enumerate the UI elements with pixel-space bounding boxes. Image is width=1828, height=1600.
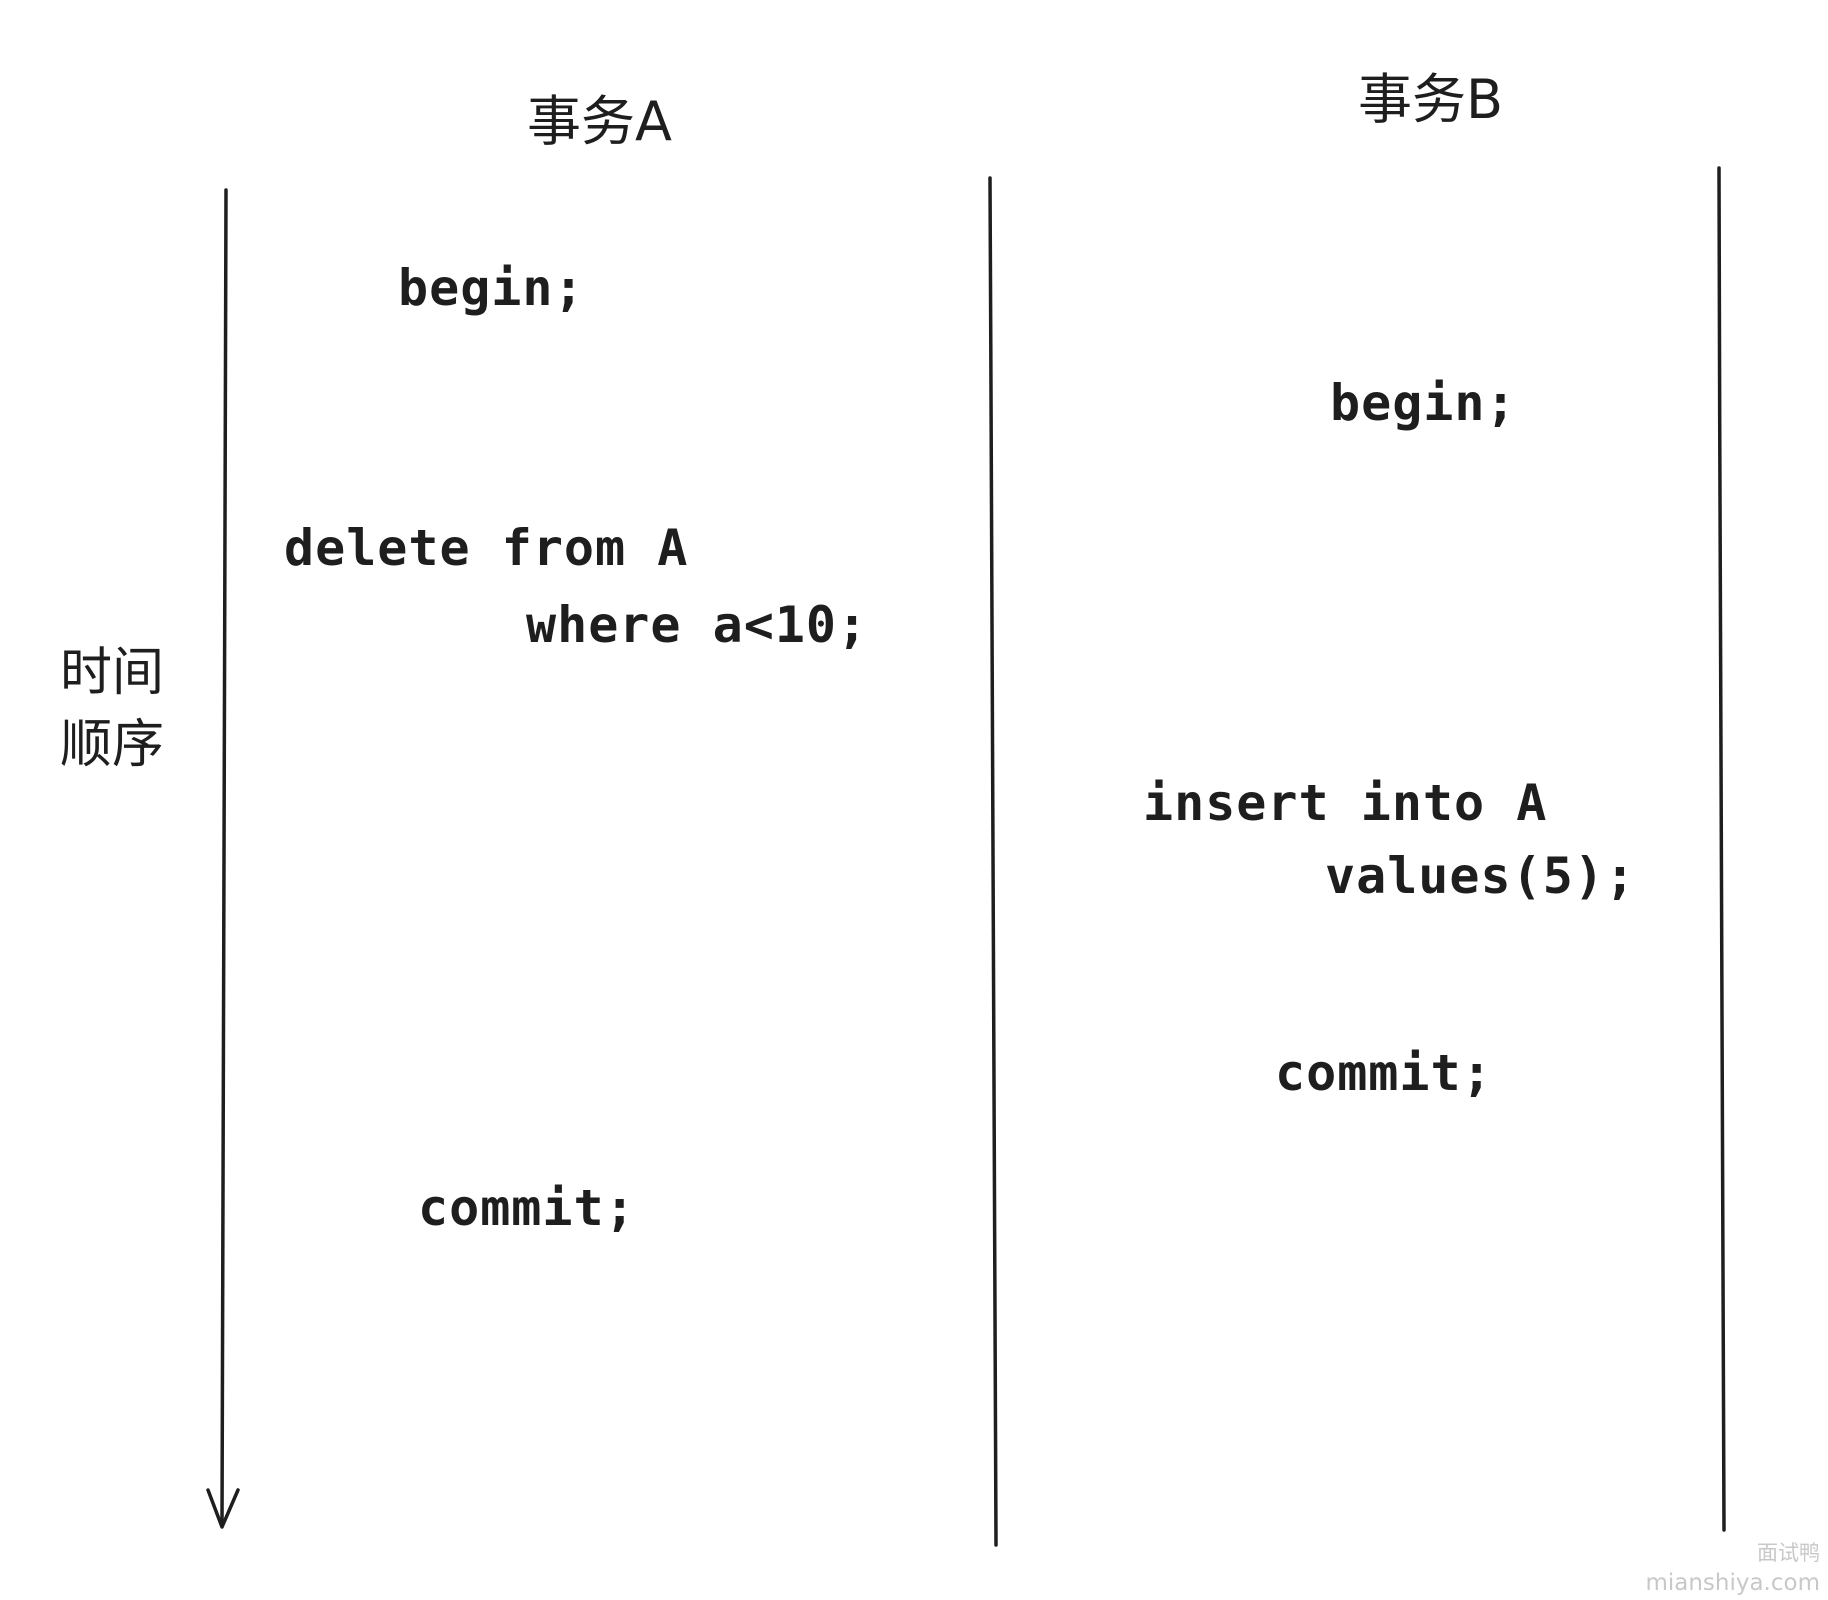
transaction-a-commit: commit; [418, 1179, 636, 1237]
watermark-brand: 面试鸭 [1757, 1541, 1820, 1565]
transaction-b-commit: commit; [1275, 1044, 1493, 1102]
transaction-a-delete-line1: delete from A [284, 519, 688, 577]
header-transaction-b: 事务B [1358, 68, 1503, 131]
transaction-a-delete-line2: where a<10; [526, 596, 868, 654]
column-divider-right [1717, 166, 1726, 1532]
time-axis-arrowhead [206, 1488, 240, 1529]
time-axis-label-line1: 时间 [60, 643, 164, 703]
time-axis-line [220, 188, 228, 1527]
transaction-b-insert-line2: values(5); [1325, 847, 1636, 905]
time-axis-label-line2: 顺序 [60, 715, 164, 775]
watermark-domain: mianshiya.com [1645, 1570, 1820, 1596]
transaction-a-begin: begin; [398, 259, 585, 317]
transaction-b-insert-line1: insert into A [1143, 774, 1547, 832]
column-divider-middle [988, 176, 998, 1547]
transaction-b-begin: begin; [1330, 374, 1517, 432]
header-transaction-a: 事务A [527, 90, 672, 153]
